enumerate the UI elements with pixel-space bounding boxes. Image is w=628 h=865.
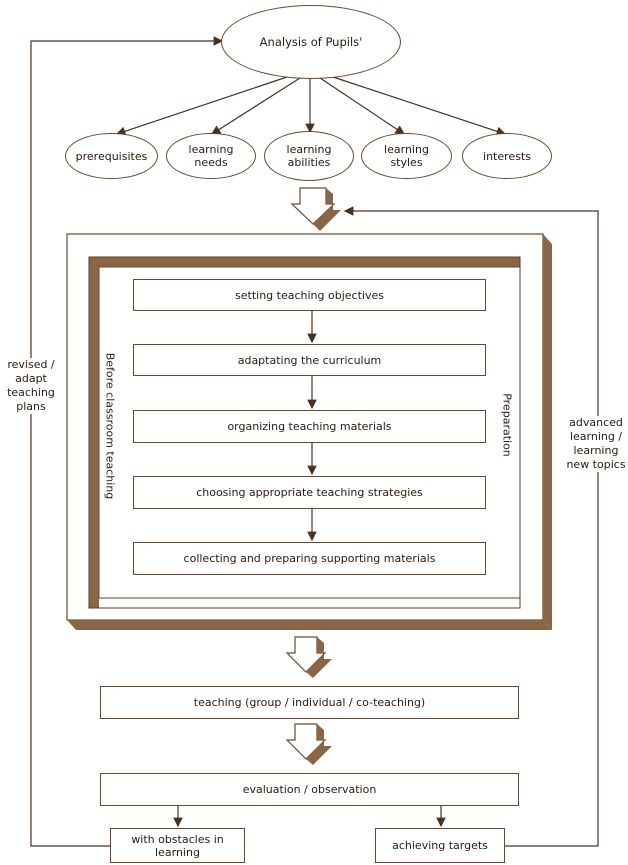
analysis-to-factor-arrows [115, 75, 507, 136]
step-label: setting teaching objectives [235, 288, 384, 302]
factor-prerequisites: prerequisites [65, 133, 158, 179]
factor-learning-styles: learning styles [361, 133, 452, 179]
left-loop-label: revised / adapt teaching plans [0, 358, 62, 414]
left-loop-line [30, 36, 224, 847]
step-collecting-materials: collecting and preparing supporting mate… [133, 542, 486, 575]
factor-label: learning needs [188, 143, 234, 169]
analysis-oval: Analysis of Pupils' [221, 5, 401, 79]
outcome-obstacles-label: with obstacles in learning [131, 832, 224, 859]
factor-interests: interests [462, 133, 552, 179]
outcome-obstacles: with obstacles in learning [110, 828, 245, 863]
evaluation-label: evaluation / observation [242, 783, 377, 796]
step-adapting-curriculum: adaptating the curriculum [133, 344, 486, 376]
step-label: collecting and preparing supporting mate… [183, 552, 436, 565]
step-setting-objectives: setting teaching objectives [133, 279, 486, 311]
factor-learning-needs: learning needs [166, 133, 256, 179]
block-arrow-1 [290, 187, 341, 231]
right-loop-line [343, 206, 599, 847]
preparation-label: Preparation [500, 393, 514, 457]
teaching-box: teaching (group / individual / co-teachi… [100, 686, 519, 719]
factor-learning-abilities: learning abilities [264, 131, 354, 181]
factor-label: interests [483, 149, 531, 163]
step-label: adaptating the curriculum [237, 353, 382, 367]
analysis-title: Analysis of Pupils' [259, 34, 363, 49]
outcome-targets: achieving targets [375, 828, 505, 863]
step-label: organizing teaching materials [227, 420, 392, 433]
factor-label: prerequisites [75, 149, 148, 163]
block-arrow-2 [285, 636, 332, 678]
right-loop-label: advanced learning / learning new topics [564, 416, 628, 472]
step-organizing-materials: organizing teaching materials [133, 410, 486, 443]
block-arrow-3 [285, 723, 332, 765]
before-classroom-label: Before classroom teaching [103, 352, 117, 500]
factor-label: learning abilities [286, 143, 332, 169]
teaching-label: teaching (group / individual / co-teachi… [193, 696, 426, 709]
outcome-targets-label: achieving targets [392, 839, 488, 852]
evaluation-to-outcome-arrows [173, 806, 446, 828]
step-choosing-strategies: choosing appropriate teaching strategies [133, 476, 486, 509]
evaluation-box: evaluation / observation [100, 773, 519, 806]
step-label: choosing appropriate teaching strategies [196, 486, 423, 499]
factor-label: learning styles [384, 143, 429, 169]
